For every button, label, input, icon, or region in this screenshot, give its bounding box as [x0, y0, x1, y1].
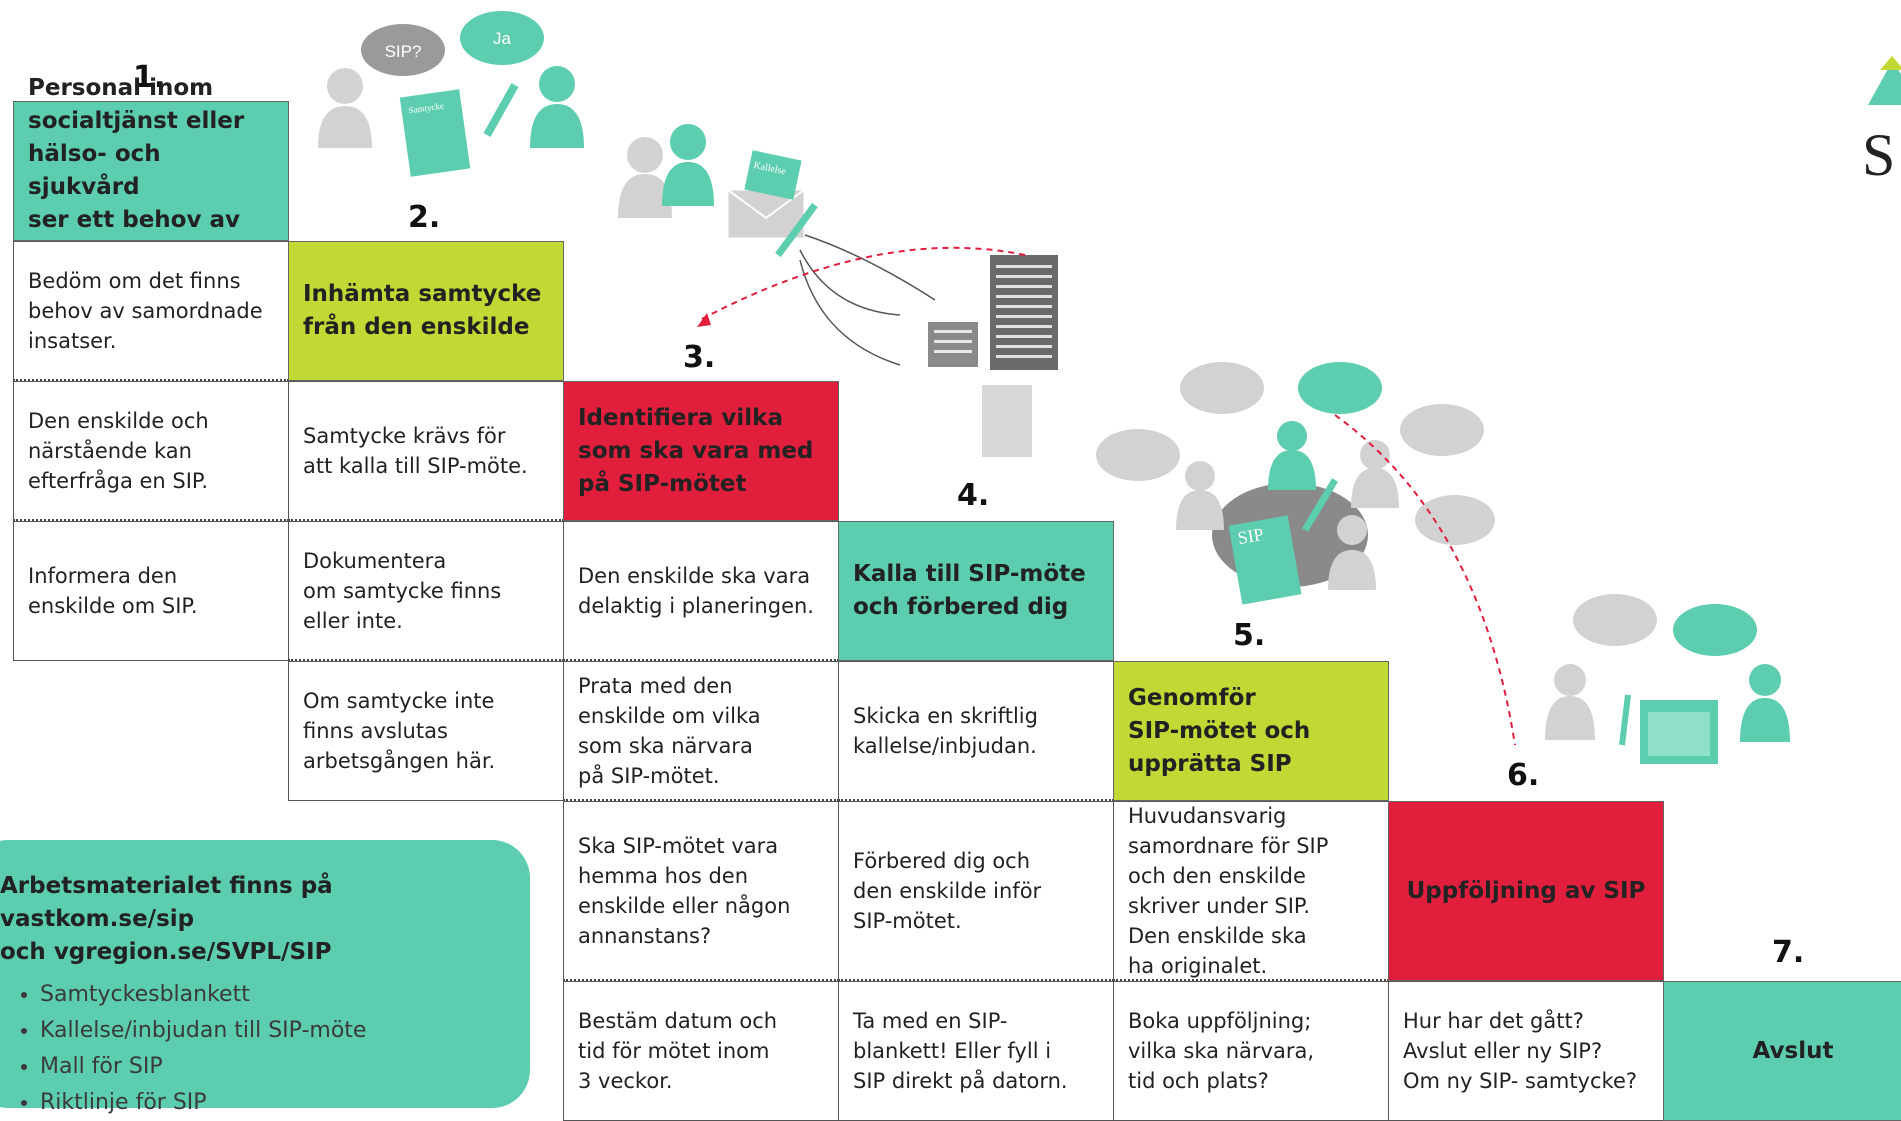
sip-document-icon	[1228, 515, 1302, 605]
meeting-illustration: SIP	[1096, 362, 1516, 746]
svg-text:Samtycke: Samtycke	[408, 101, 445, 116]
invitation-illustration: Kallelse	[618, 124, 1058, 457]
step-3-item-1: Den enskilde ska vara delaktig i planeri…	[563, 521, 839, 661]
speech-bubble-ja-icon	[460, 11, 544, 65]
person-teal-icon	[539, 66, 575, 102]
building-icon	[928, 322, 978, 367]
step-7-title: Avslut	[1663, 981, 1901, 1121]
step-1-item-3: Informera den enskilde om SIP.	[13, 521, 289, 661]
invitation-document-icon	[744, 150, 802, 200]
step-4-item-3: Ta med en SIP- blankett! Eller fyll i SI…	[838, 981, 1114, 1121]
materials-list-item: Samtyckesblankett	[40, 977, 530, 1013]
step-3-item-3: Ska SIP-mötet vara hemma hos den enskild…	[563, 801, 839, 981]
step-number-5: 5.	[1233, 618, 1266, 653]
step-3-item-4: Bestäm datum och tid för mötet inom 3 ve…	[563, 981, 839, 1121]
step-6-item-1: Hur har det gått? Avslut eller ny SIP? O…	[1388, 981, 1664, 1121]
materials-list-item: Kallelse/inbjudan till SIP-möte	[40, 1013, 530, 1049]
speech-bubble-icon	[1415, 495, 1495, 545]
speech-bubble-sip-icon	[361, 24, 445, 76]
logo-icon: S	[1862, 56, 1901, 188]
person-gray-icon	[327, 68, 363, 104]
speech-bubble-icon	[1180, 362, 1264, 414]
step-number-1: 1.	[133, 60, 166, 95]
step-number-3: 3.	[683, 340, 716, 375]
step-1-item-1: Bedöm om det finns behov av samordnade i…	[13, 241, 289, 381]
dashed-arrow-to-step3	[699, 246, 1026, 321]
speech-bubble-icon	[1400, 404, 1484, 456]
person-teal-icon	[670, 124, 706, 160]
svg-text:SIP: SIP	[1236, 524, 1265, 548]
step-number-4: 4.	[957, 478, 990, 513]
followup-illustration	[1545, 594, 1790, 764]
person-gray-icon	[627, 137, 663, 173]
step-4-item-1: Skicka en skriftlig kallelse/inbjudan.	[838, 661, 1114, 801]
step-number-7: 7.	[1772, 935, 1805, 970]
svg-text:S: S	[1862, 122, 1895, 188]
step-2-title: Inhämta samtycke från den enskilde	[288, 241, 564, 381]
speech-bubble-icon	[1096, 429, 1180, 481]
step-number-6: 6.	[1507, 758, 1540, 793]
building-icon	[990, 255, 1058, 370]
consent-illustration: SIP? Ja Samtycke	[318, 11, 584, 177]
step-5-item-2: Boka uppföljning; vilka ska närvara, tid…	[1113, 981, 1389, 1121]
step-1-item-2: Den enskilde och närstående kan efterfrå…	[13, 381, 289, 521]
step-2-item-2: Dokumentera om samtycke finns eller inte…	[288, 521, 564, 661]
dashed-arrow-to-step6	[1334, 414, 1516, 746]
step-number-2: 2.	[408, 200, 441, 235]
speech-bubble-icon	[1298, 362, 1382, 414]
step-5-item-1: Huvudansvarig samordnare för SIP och den…	[1113, 801, 1389, 981]
step-1-title: Personal inom socialtjänst eller hälso- …	[13, 75, 289, 266]
speech-bubble-sip-label: SIP?	[385, 42, 422, 61]
step-4-title: Kalla till SIP-möte och förbered dig	[838, 521, 1114, 661]
step-5-title: Genomför SIP-mötet och upprätta SIP	[1113, 661, 1389, 801]
building-icon	[982, 385, 1032, 457]
step-2-item-3: Om samtycke inte finns avslutas arbetsgå…	[288, 661, 564, 801]
speech-bubble-icon	[1573, 594, 1657, 646]
speech-bubble-icon	[1673, 604, 1757, 656]
materials-list: Samtyckesblankett Kallelse/inbjudan till…	[0, 977, 530, 1121]
materials-list-item: Riktlinje för SIP	[40, 1085, 530, 1121]
step-2-item-1: Samtycke krävs för att kalla till SIP-mö…	[288, 381, 564, 521]
consent-document-icon	[399, 89, 471, 177]
step-3-title: Identifiera vilka som ska vara med på SI…	[563, 381, 839, 521]
step-4-item-2: Förbered dig och den enskilde inför SIP-…	[838, 801, 1114, 981]
materials-info-title: Arbetsmaterialet finns på vastkom.se/sip…	[0, 873, 333, 965]
speech-bubble-ja-label: Ja	[493, 29, 512, 48]
step-6-title: Uppföljning av SIP	[1388, 801, 1664, 981]
step-3-item-2: Prata med den enskilde om vilka som ska …	[563, 661, 839, 801]
materials-info-box: Arbetsmaterialet finns på vastkom.se/sip…	[0, 840, 530, 1115]
materials-list-item: Mall för SIP	[40, 1049, 530, 1085]
